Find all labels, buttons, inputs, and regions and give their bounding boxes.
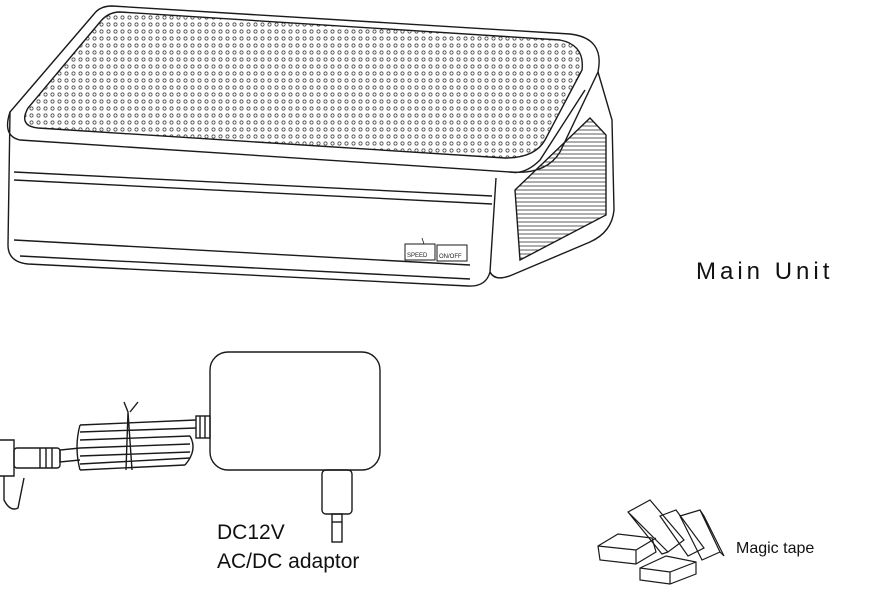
dc-plug-body — [13, 447, 61, 469]
tape-piece-4 — [639, 555, 697, 585]
tape-piece-5 — [679, 509, 725, 561]
twist-tie — [123, 401, 139, 471]
tape-piece-1 — [597, 533, 657, 565]
front-line-4 — [19, 255, 471, 280]
adaptor-prong-base — [321, 469, 353, 515]
dc-voltage-text: DC12V — [217, 521, 285, 544]
right-side — [489, 71, 615, 279]
adaptor-label: AC/DC adaptor — [217, 550, 360, 573]
right-side-inner — [509, 89, 586, 174]
front-face — [7, 111, 497, 287]
magic-tape — [597, 499, 725, 585]
adaptor — [0, 351, 381, 543]
adaptor-body — [209, 351, 381, 471]
onoff-label: ON/OFF — [439, 254, 462, 260]
main-unit-label: Main Unit — [696, 258, 834, 285]
adaptor-prong — [331, 513, 343, 543]
onoff-button[interactable] — [436, 244, 468, 262]
tape-piece-3 — [659, 509, 705, 557]
main-unit — [6, 5, 615, 287]
coiled-cable — [79, 419, 197, 471]
top-grille — [24, 11, 584, 159]
dc-plug-tip — [3, 476, 25, 510]
tape-piece-2 — [627, 499, 685, 555]
speed-button[interactable] — [404, 243, 436, 261]
speed-label: SPEED — [407, 253, 428, 259]
front-line-1 — [13, 171, 493, 197]
front-line-3 — [13, 239, 471, 266]
adaptor-cable-strain — [195, 415, 211, 439]
magic-tape-label: Magic tape — [736, 540, 815, 557]
side-vents — [514, 117, 607, 262]
front-line-2 — [13, 179, 493, 205]
